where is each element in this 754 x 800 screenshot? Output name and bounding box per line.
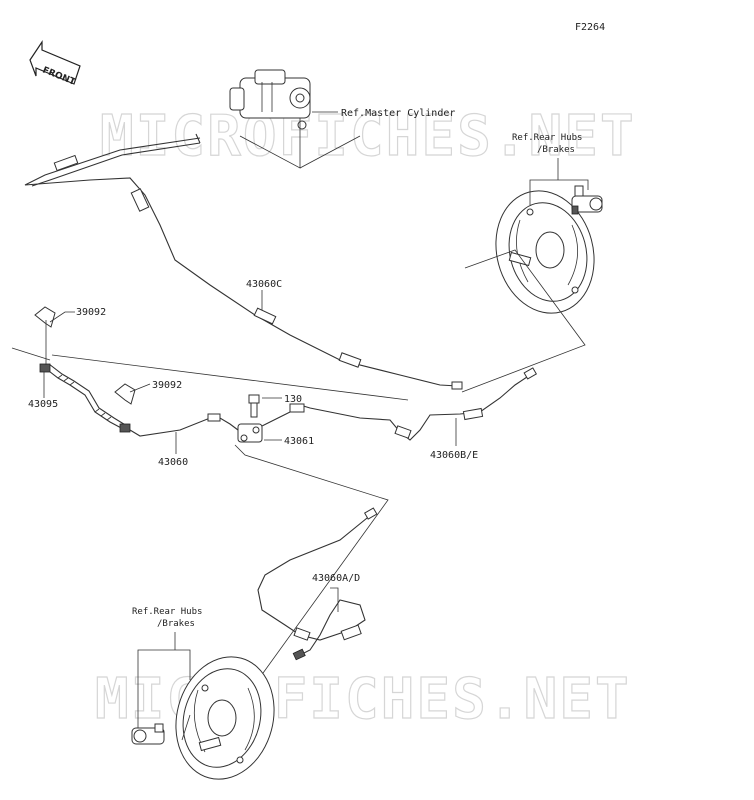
part-43095-label: 43095 bbox=[28, 399, 58, 410]
brake-tube-43060be bbox=[261, 367, 538, 441]
brake-tube-43060 bbox=[129, 413, 239, 437]
part-39092-top-label: 39092 bbox=[76, 307, 106, 318]
joint-43061 bbox=[237, 423, 263, 443]
rear-brake-lower-drawing bbox=[175, 656, 275, 780]
part-43060c-label: 43060C bbox=[246, 279, 282, 290]
brake-tube-43060ad bbox=[257, 507, 378, 661]
brake-hose-43095 bbox=[39, 363, 131, 433]
part-130-label: 130 bbox=[284, 394, 302, 405]
ref-rear-hubs-upper-line2: /Brakes bbox=[537, 145, 575, 155]
part-43060be-label: 43060B/E bbox=[430, 450, 478, 461]
wheel-cylinder-lower-drawing bbox=[131, 723, 165, 745]
figure-code: F2264 bbox=[575, 22, 605, 33]
part-43060ad-label: 43060A/D bbox=[312, 573, 360, 584]
watermark-bottom: MICROFICHES.NET bbox=[95, 667, 631, 732]
ref-rear-hubs-upper-line1: Ref.Rear Hubs bbox=[512, 133, 582, 143]
front-arrow-icon: FRONT bbox=[29, 40, 81, 88]
wheel-cylinder-upper-drawing bbox=[571, 185, 603, 215]
brake-tube-43060c bbox=[24, 133, 463, 390]
ref-master-cylinder-label: Ref.Master Cylinder bbox=[341, 108, 455, 119]
clip-39092-top bbox=[34, 306, 56, 328]
ref-rear-hubs-lower-line2: /Brakes bbox=[157, 619, 195, 629]
part-39092-mid-label: 39092 bbox=[152, 380, 182, 391]
rear-brake-upper-drawing bbox=[495, 190, 595, 314]
clip-39092-mid bbox=[114, 383, 136, 405]
ref-rear-hubs-lower-line1: Ref.Rear Hubs bbox=[132, 607, 202, 617]
watermark-top: MICROFICHES.NET bbox=[100, 104, 636, 169]
part-43060-label: 43060 bbox=[158, 457, 188, 468]
bolt-130 bbox=[248, 394, 260, 418]
part-43061-label: 43061 bbox=[284, 436, 314, 447]
